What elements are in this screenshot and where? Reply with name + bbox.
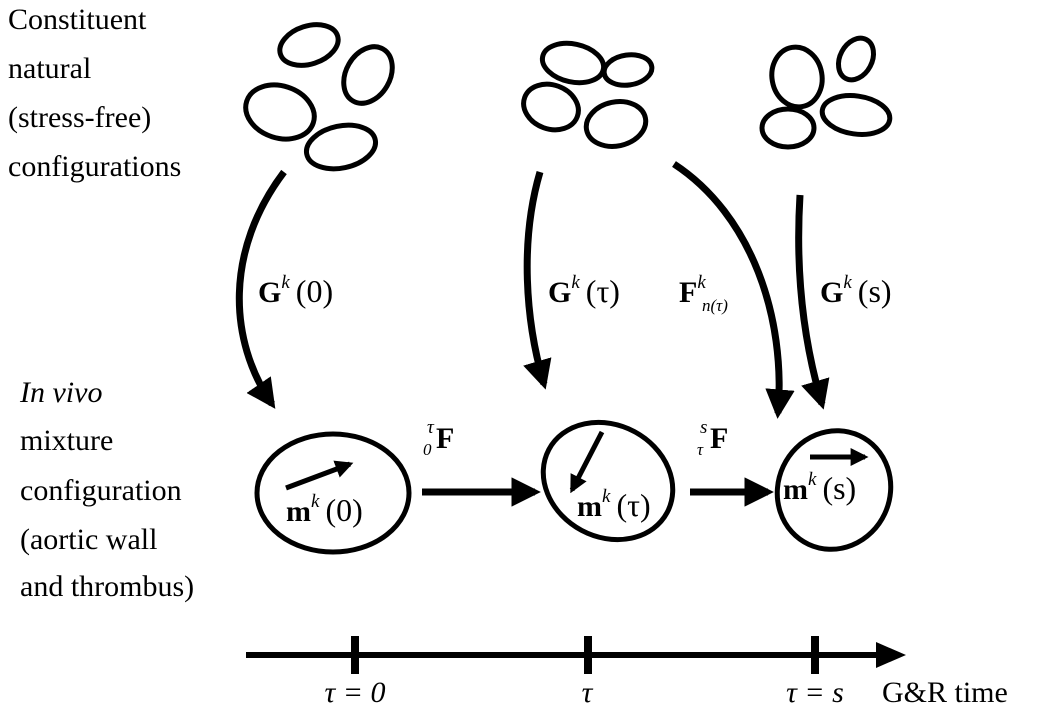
map-arrow-gs: [795, 194, 830, 410]
map-arrow-fn: [672, 161, 795, 419]
fiber-arrow-tau: [569, 430, 605, 494]
timeline-arrowhead: [876, 642, 906, 668]
label-ftaus: F: [710, 422, 728, 455]
label-f0tau: F: [436, 422, 454, 455]
label-ftaus-presup: s: [700, 417, 707, 438]
constituent-cluster-tau: [521, 40, 655, 149]
mixture-ellipse-tau: [540, 419, 676, 543]
mixture-ellipse-s: [774, 428, 894, 552]
label-gs: Gk(s): [820, 272, 892, 309]
label-m0: mk(0): [286, 491, 363, 528]
timeline-axis-label: G&R time: [882, 676, 1008, 709]
label-f0tau-presup: τ: [427, 417, 435, 438]
constituent-cluster-0: [243, 22, 395, 172]
label-fn: Fk: [679, 272, 706, 309]
label-mtau: mk(τ): [577, 486, 651, 523]
label-g0: Gk(0): [258, 272, 333, 309]
label-ftaus-presub: τ: [697, 440, 704, 459]
tick-label-tau: τ: [582, 676, 594, 709]
tick-label-s: τ = s: [786, 676, 844, 709]
label-gtau: Gk(τ): [548, 272, 620, 309]
constituent-label: Constituent natural (stress-free) config…: [8, 3, 181, 183]
label-ms: mk(s): [783, 469, 856, 506]
mixture-label: In vivo mixture configuration (aortic wa…: [19, 376, 194, 603]
label-fn-sub: n(τ): [702, 296, 728, 315]
label-f0tau-presub: 0: [423, 440, 432, 459]
map-arrow-gtau: [523, 171, 552, 390]
tick-label-0: τ = 0: [325, 676, 386, 709]
timeline-tick-s: [811, 636, 819, 674]
map-arrow-g0: [235, 169, 287, 409]
timeline-tick-tau: [584, 636, 592, 674]
constituent-cluster-s: [759, 35, 893, 150]
mixture-ellipse-0: [254, 431, 412, 555]
timeline-tick-0: [351, 636, 359, 674]
fiber-arrow-0: [285, 460, 354, 491]
